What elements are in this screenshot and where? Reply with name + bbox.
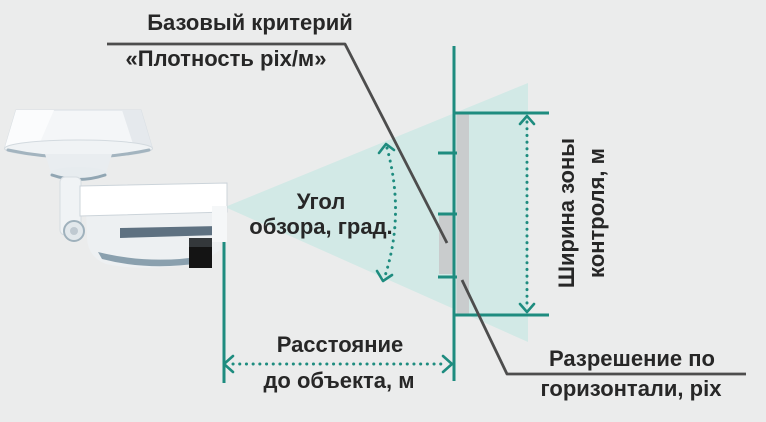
camera-mount (4, 109, 153, 181)
base-criterion-label-line2: «Плотность pix/м» (125, 46, 327, 71)
zone-width-label-line1: Ширина зоны (554, 137, 579, 289)
camera-lens (189, 238, 212, 268)
view-angle-label: Угол обзора, град. (171, 189, 471, 239)
arrow-up-icon (518, 114, 536, 126)
distance-label-line2: до объекта, м (263, 368, 415, 393)
view-angle-label-line2: обзора, град. (249, 214, 393, 239)
arrow-left-icon (222, 354, 235, 374)
arc-arrow-bottom-icon (375, 269, 394, 283)
arrow-right-icon (441, 354, 454, 374)
camera-arm (59, 176, 85, 242)
arc-arrow-top-icon (377, 142, 396, 155)
pointer-line-base-criterion (107, 42, 449, 244)
target-object-marker (439, 215, 453, 274)
base-criterion-label-line1: Базовый критерий (147, 10, 353, 35)
pointer-line-resolution (460, 279, 746, 376)
view-angle-arc (383, 146, 397, 278)
arrow-down-icon (518, 302, 536, 314)
resolution-label-line1: Разрешение по (549, 346, 715, 371)
camera-body (79, 182, 228, 268)
resolution-label-line2: горизонтали, pix (540, 376, 722, 401)
cctv-camera-illustration (4, 109, 228, 268)
view-angle-label-line1: Угол (296, 189, 346, 214)
zone-width-label: Ширина зоны контроля, м (552, 113, 614, 313)
zone-width-label-line2: контроля, м (584, 148, 609, 278)
distance-label-line1: Расстояние (276, 332, 404, 357)
target-zone-bar (456, 113, 469, 315)
